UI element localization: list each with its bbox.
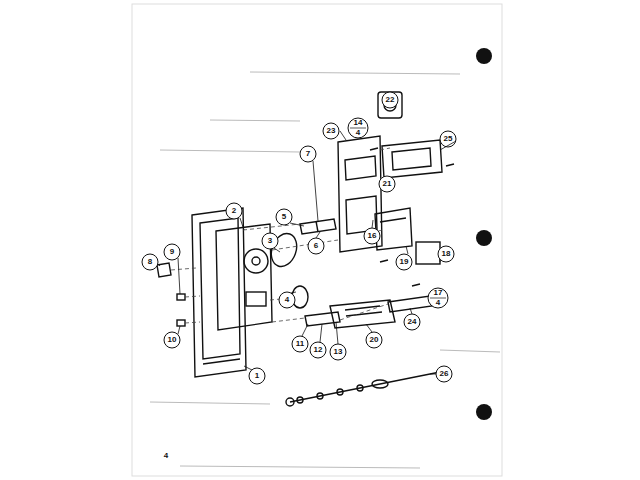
top-bracket bbox=[382, 140, 442, 178]
frame-opening bbox=[200, 218, 240, 359]
circuit-board bbox=[330, 300, 395, 328]
relay bbox=[416, 242, 440, 264]
switch-box bbox=[375, 208, 412, 250]
plate-knob-center bbox=[252, 257, 260, 265]
punch-hole bbox=[476, 48, 492, 64]
callout-number: 26 bbox=[440, 370, 449, 378]
callout-number: 8 bbox=[148, 258, 152, 266]
callout-number: 2 bbox=[232, 207, 236, 215]
callout-number: 17 bbox=[434, 289, 443, 297]
slide-bar bbox=[300, 219, 336, 234]
motor bbox=[378, 92, 402, 118]
plate-knob bbox=[244, 249, 268, 273]
callout-number: 22 bbox=[386, 96, 395, 104]
bar-split bbox=[316, 221, 318, 232]
top-bracket-inner bbox=[392, 148, 431, 170]
clip bbox=[177, 320, 185, 326]
scan-noise bbox=[150, 72, 500, 468]
harness-bead bbox=[297, 397, 303, 403]
callout-number: 21 bbox=[383, 180, 392, 188]
harness-bead bbox=[317, 393, 323, 399]
callout-number: 4 bbox=[436, 299, 440, 307]
slide-bar bbox=[305, 312, 340, 326]
front-frame bbox=[192, 208, 246, 377]
switch-line bbox=[380, 218, 406, 222]
clip bbox=[177, 294, 185, 300]
callout-number: 16 bbox=[368, 232, 377, 240]
leader-lines bbox=[158, 131, 456, 374]
callout-number: 24 bbox=[408, 318, 417, 326]
frame-slot bbox=[203, 359, 240, 364]
parts bbox=[157, 92, 454, 406]
punch-hole bbox=[476, 404, 492, 420]
callout-number: 20 bbox=[370, 336, 379, 344]
callout-number: 4 bbox=[285, 296, 289, 304]
callout-number: 11 bbox=[296, 340, 304, 348]
callout-number: 12 bbox=[314, 346, 323, 354]
wire-harness bbox=[290, 372, 440, 402]
callout-circles bbox=[142, 92, 456, 384]
screws bbox=[370, 148, 454, 286]
harness-bead bbox=[337, 389, 343, 395]
callout-number: 3 bbox=[268, 237, 272, 245]
callout-number: 10 bbox=[168, 336, 177, 344]
harness-connector bbox=[372, 380, 388, 388]
callout-number: 5 bbox=[282, 213, 286, 221]
plate-window bbox=[246, 292, 266, 306]
harness-bead bbox=[357, 385, 363, 391]
callout-number: 6 bbox=[314, 242, 318, 250]
bracket-cutout bbox=[345, 156, 376, 180]
mounting-bracket bbox=[338, 136, 382, 252]
callout-number: 14 bbox=[354, 119, 363, 127]
callout-number: 4 bbox=[356, 129, 360, 137]
callout-number: 18 bbox=[442, 250, 451, 258]
harness-end bbox=[286, 398, 294, 406]
support-strip bbox=[388, 296, 432, 312]
knob bbox=[157, 263, 171, 277]
callout-number: 1 bbox=[255, 372, 259, 380]
callout-number: 7 bbox=[306, 150, 310, 158]
punch-hole bbox=[476, 230, 492, 246]
callout-number: 13 bbox=[334, 348, 343, 356]
assembly-lines bbox=[171, 148, 390, 323]
callout-number: 19 bbox=[400, 258, 409, 266]
callout-number: 25 bbox=[444, 135, 453, 143]
page-number: 4 bbox=[164, 452, 168, 460]
callout-number: 9 bbox=[170, 248, 174, 256]
callout-number: 23 bbox=[327, 127, 336, 135]
page-edge bbox=[132, 4, 502, 476]
